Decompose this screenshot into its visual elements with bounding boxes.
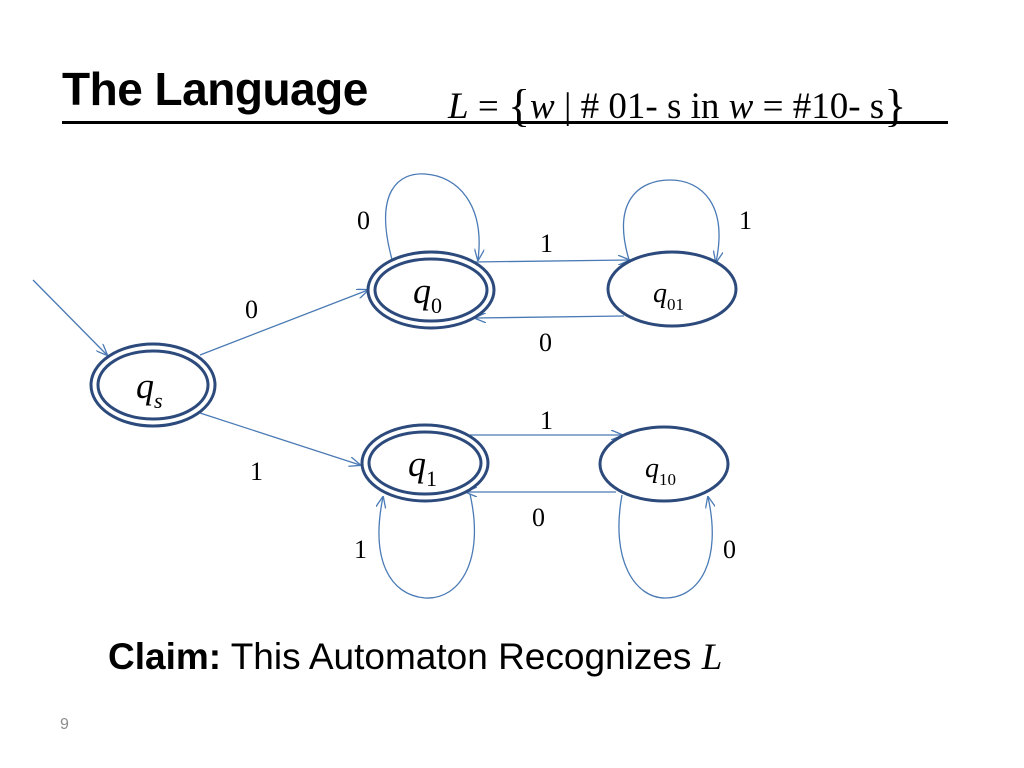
state-label-q1: q1 <box>408 444 437 491</box>
label-q1-q10: 1 <box>540 406 553 435</box>
claim-label: Claim: <box>108 636 222 677</box>
state-q1 <box>360 423 490 503</box>
edge-qs-q0 <box>199 290 368 356</box>
formula-brace-open: { <box>507 80 531 131</box>
label-q01-q0: 0 <box>539 328 552 357</box>
label-q0-q01: 1 <box>540 229 553 258</box>
state-label-q01: q01 <box>653 278 684 314</box>
edge-qs-q1 <box>199 412 360 465</box>
state-q01 <box>606 250 738 328</box>
edge-q01-q0 <box>475 316 625 318</box>
state-qs <box>89 342 217 428</box>
state-q10 <box>598 425 730 503</box>
edge-q0-q01 <box>471 260 629 262</box>
start-arrow <box>32 279 107 355</box>
edge-q0-loop <box>384 173 479 264</box>
state-label-q0: q0 <box>413 271 442 318</box>
transitions <box>32 173 719 599</box>
title-underline <box>62 121 948 124</box>
formula-lhs: L <box>448 86 469 127</box>
page-number: 9 <box>60 716 69 733</box>
edge-q10-loop <box>618 494 712 599</box>
formula-cond1: | # 01- s in <box>563 86 720 127</box>
label-q10-loop: 0 <box>723 535 736 564</box>
edge-q01-loop <box>622 179 719 263</box>
label-q01-loop: 1 <box>739 206 752 235</box>
state-label-q10: q10 <box>645 453 676 489</box>
label-qs-q0: 0 <box>245 295 258 324</box>
state-label-qs: qs <box>136 366 163 413</box>
label-q1-loop: 1 <box>354 535 367 564</box>
slide-title: The Language <box>62 63 368 115</box>
claim-text: This Automaton Recognizes <box>230 636 692 677</box>
label-qs-q1: 1 <box>250 457 263 486</box>
formula-brace-close: } <box>884 80 907 131</box>
label-q0-loop: 0 <box>357 206 370 235</box>
formula-var-w2: w <box>728 86 754 127</box>
claim-var: L <box>701 637 723 678</box>
language-formula: L = {w | # 01- s in w = #10- s} <box>448 76 907 131</box>
label-q10-q1: 0 <box>532 503 545 532</box>
state-q0 <box>366 250 496 330</box>
formula-var-w: w <box>530 86 555 127</box>
claim-statement: Claim: This Automaton Recognizes L <box>108 636 722 679</box>
formula-eq: = <box>477 86 499 127</box>
edge-q1-loop <box>379 493 476 599</box>
formula-cond2: = #10- s <box>762 86 885 127</box>
